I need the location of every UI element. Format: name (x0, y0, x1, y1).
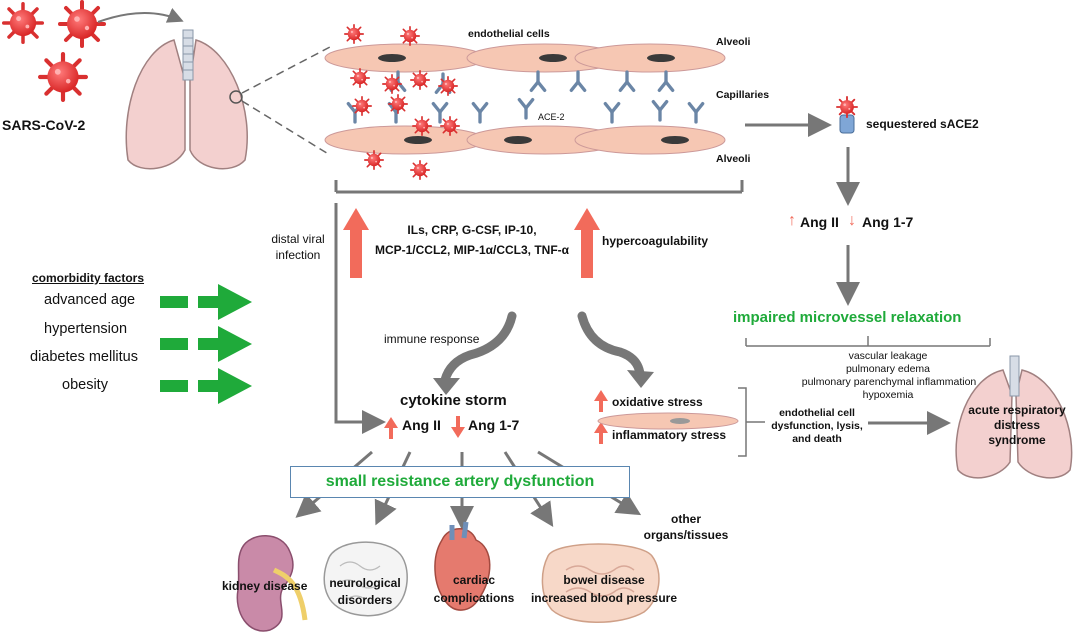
kidney-label: kidney disease (222, 579, 308, 593)
ace2-label: ACE-2 (538, 112, 565, 122)
virus-group-left (2, 0, 106, 100)
distal-line-2: infection (275, 248, 321, 262)
hypercoagulability-label: hypercoagulability (602, 234, 709, 248)
cardiac-line-1: cardiac (452, 573, 496, 587)
neuro-line-2: disorders (337, 593, 393, 607)
ards-line-3: syndrome (988, 433, 1046, 447)
inflammatory-stress-label: inflammatory stress (612, 428, 727, 442)
down-arrow-icon: ↓ (848, 212, 856, 229)
ang-17-storm: Ang 1-7 (468, 417, 520, 433)
other-line-2: organs/tissues (643, 528, 729, 542)
ang-17-right: Ang 1-7 (862, 214, 914, 230)
neuro-line-1: neurological (329, 576, 401, 590)
comorbidity-item: diabetes mellitus (30, 349, 138, 365)
endo-dysfunction-2: dysfunction, lysis, (771, 420, 863, 432)
comorbidity-item: advanced age (44, 292, 136, 308)
ang-ii-storm: Ang II (402, 417, 441, 433)
small-resistance-box: small resistance artery dysfunction (290, 466, 630, 498)
alveoli-top-label: Alveoli (716, 36, 751, 48)
comorbidity-item: obesity (62, 377, 108, 393)
sace2-icon (836, 96, 858, 134)
cytokines-line-2: MCP-1/CCL2, MIP-1α/CCL3, TNF-α (374, 243, 570, 257)
ang-ii-right: Ang II (800, 214, 839, 230)
cytokine-storm-label: cytokine storm (400, 392, 507, 409)
mediator-arrows (343, 208, 600, 278)
oxidative-stress-label: oxidative stress (612, 395, 703, 409)
immune-response-label: immune response (384, 332, 480, 346)
up-arrow-icon: ↑ (788, 212, 796, 229)
sequestered-label: sequestered sACE2 (866, 117, 979, 131)
comorbidity-arrows (160, 284, 252, 404)
endothelial-cells (324, 43, 726, 155)
ards-line-2: distress (993, 418, 1041, 432)
brain-icon (323, 541, 408, 617)
capillaries-label: Capillaries (716, 89, 770, 101)
effect-parenchymal-inflammation: pulmonary parenchymal inflammation (801, 376, 977, 388)
distal-line-1: distal viral (271, 232, 325, 246)
heart-icon (434, 521, 491, 611)
effect-vascular-leakage: vascular leakage (848, 350, 928, 362)
effect-hypoxemia: hypoxemia (862, 389, 914, 401)
lung-icon (125, 29, 248, 170)
bowel-line-1: bowel disease (563, 573, 645, 587)
effect-pulmonary-edema: pulmonary edema (845, 363, 931, 375)
endo-dysfunction-1: endothelial cell (779, 407, 855, 419)
lung-right-icon (955, 355, 1073, 479)
endothelial-cells-label: endothelial cells (468, 28, 550, 40)
bowel-line-2: increased blood pressure (530, 591, 678, 605)
impaired-relaxation-label: impaired microvessel relaxation (733, 309, 962, 326)
comorbidity-item: hypertension (44, 321, 128, 337)
bowel-icon (541, 543, 660, 623)
ards-line-1: acute respiratory (968, 403, 1066, 417)
virus-label: SARS-CoV-2 (2, 117, 86, 133)
endo-dysfunction-3: and death (792, 433, 842, 445)
ace2-receptors (346, 70, 705, 124)
alveoli-bottom-label: Alveoli (716, 153, 751, 165)
other-line-1: other (671, 512, 701, 526)
cardiac-line-2: complications (433, 591, 515, 605)
kidney-icon (236, 535, 308, 632)
cytokines-line-1: ILs, CRP, G-CSF, IP-10, (407, 223, 537, 237)
comorbidity-heading: comorbidity factors (32, 271, 145, 285)
